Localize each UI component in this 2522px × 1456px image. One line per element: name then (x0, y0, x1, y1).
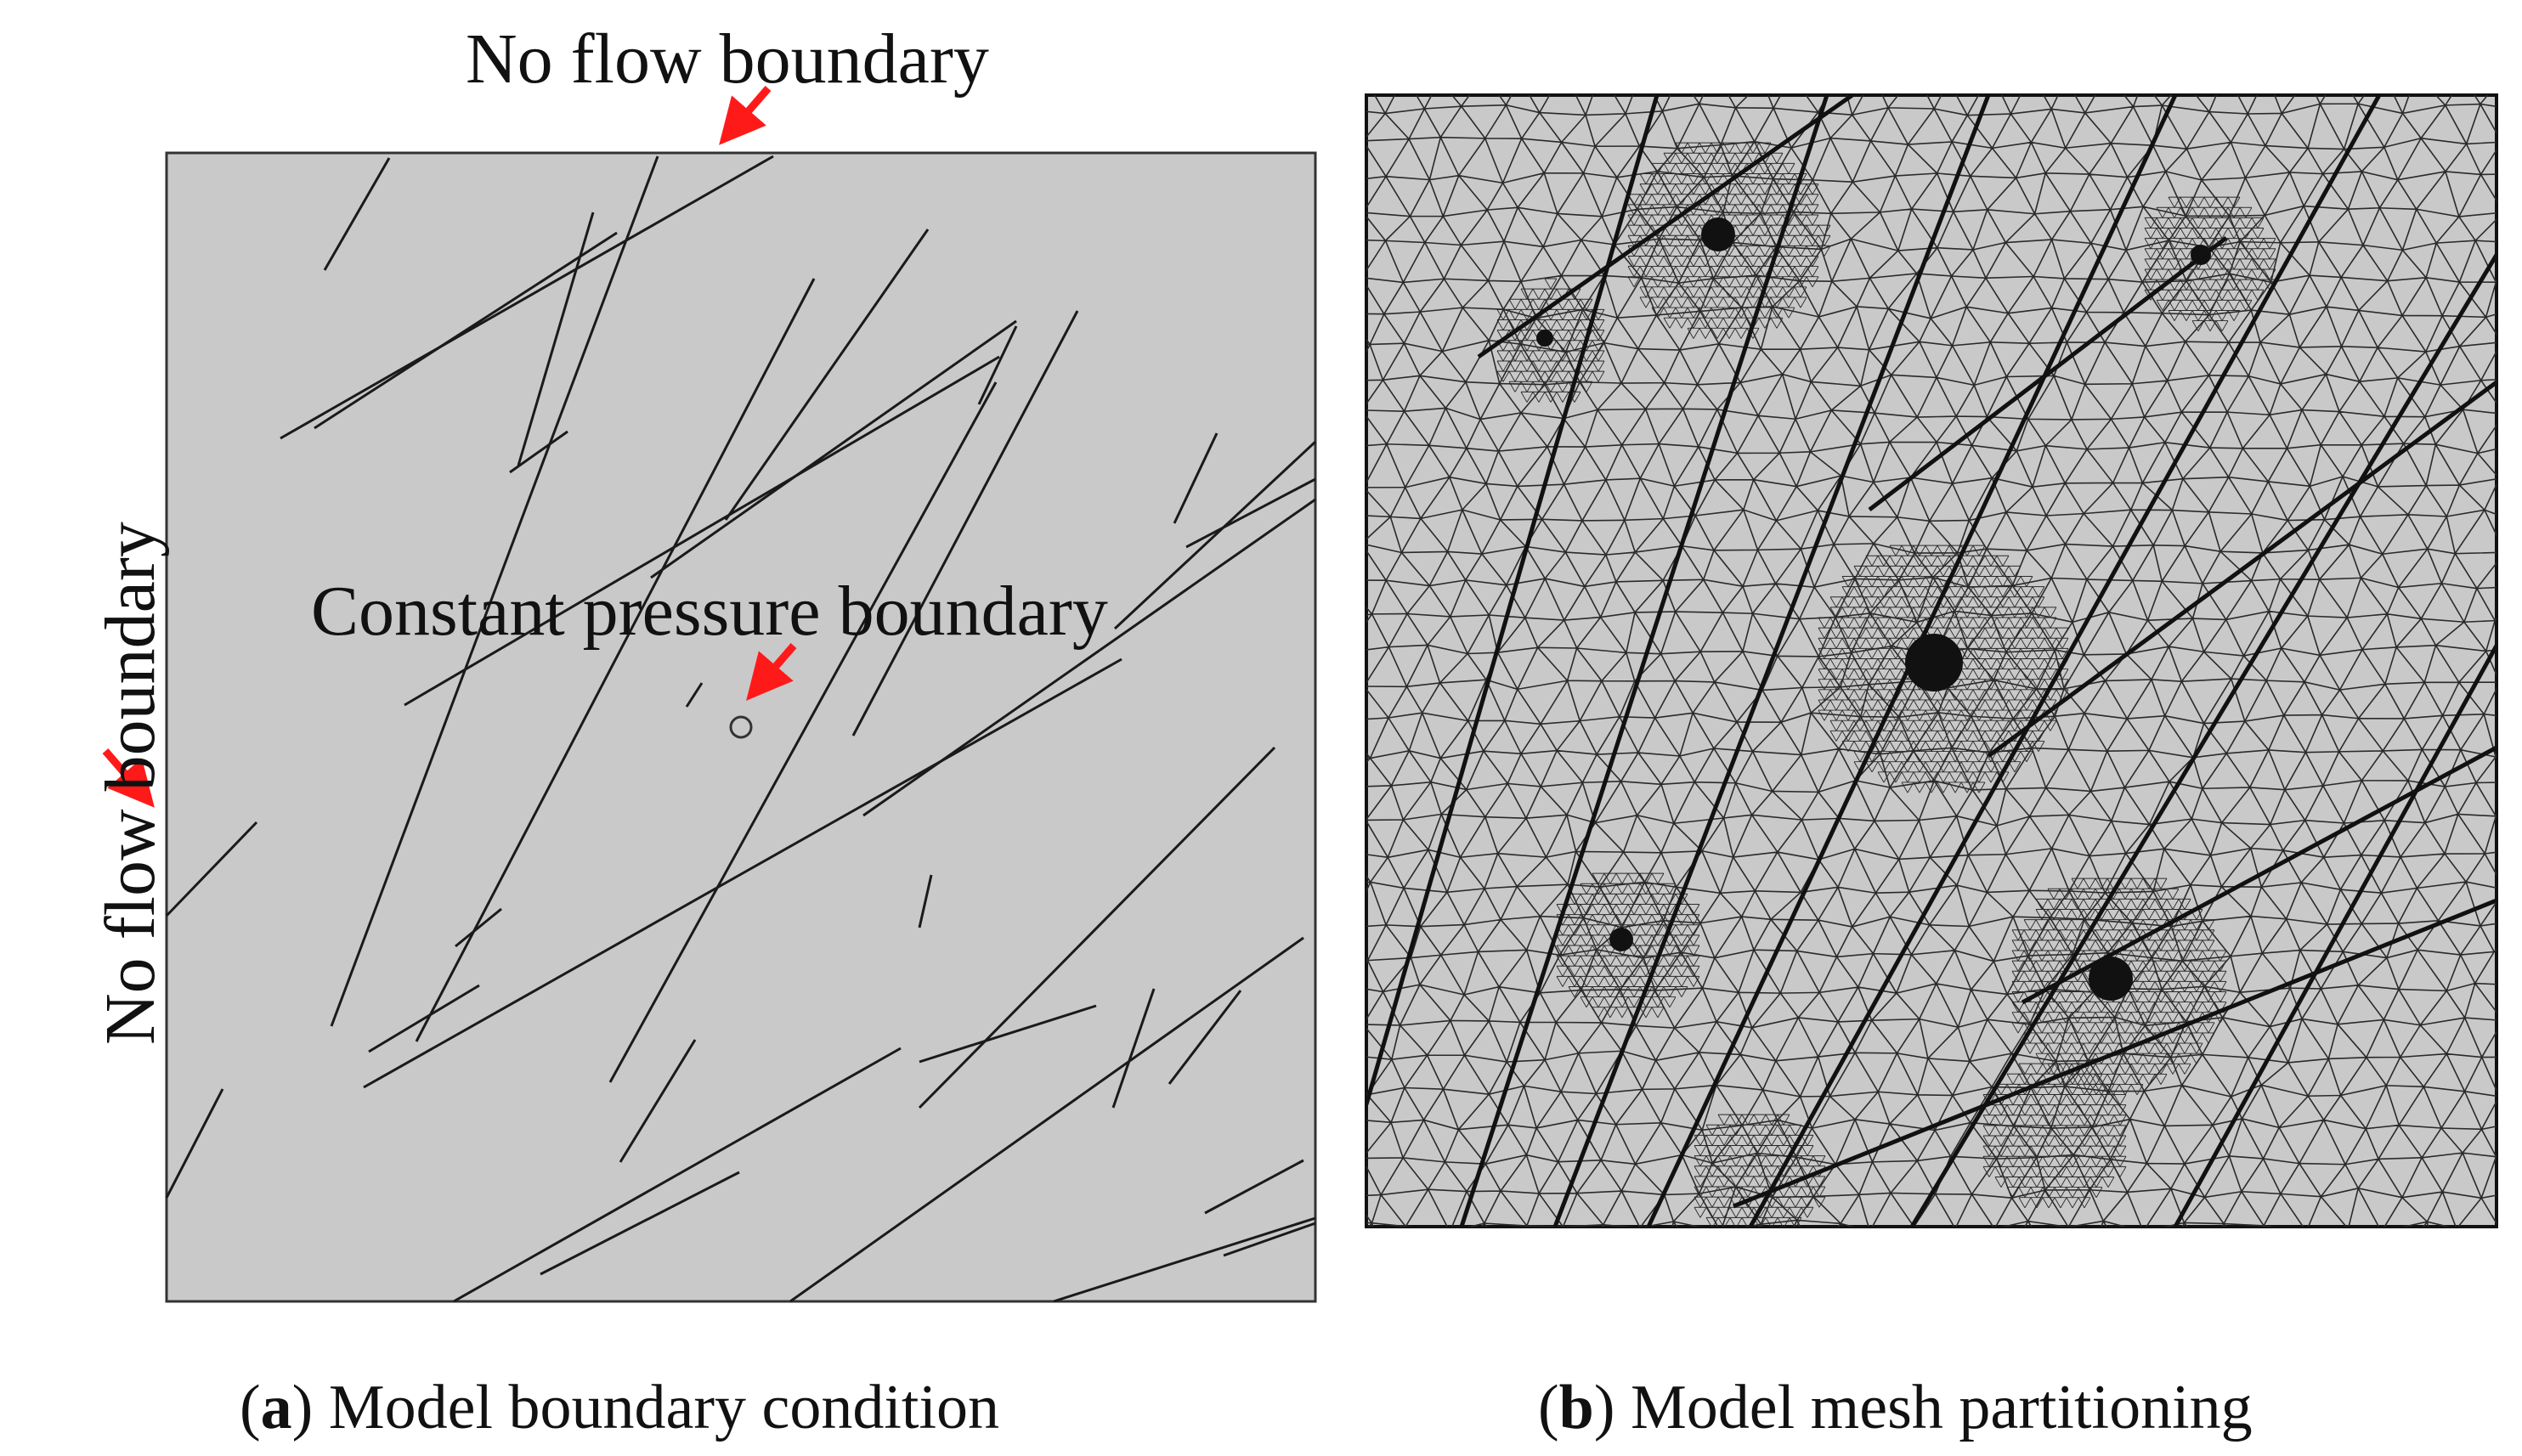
caption-b-letter: b (1558, 1373, 1594, 1442)
mesh-refinement-clusters (1536, 217, 2211, 1001)
mesh-refinement-4 (2144, 196, 2276, 331)
panel-a-domain (165, 151, 1317, 1303)
caption-b: (b) Model mesh partitioning (1538, 1373, 2253, 1442)
panel-a-fractures (165, 155, 1317, 1303)
constant-pressure-label: Constant pressure boundary (311, 572, 1108, 651)
side-boundary-label: No flow boundary (91, 522, 170, 1045)
side-arrow (102, 748, 155, 808)
caption-a: (a) Model boundary condition (240, 1373, 1000, 1442)
center-arrow (746, 643, 797, 701)
panel-b-mesh (1366, 95, 2497, 1227)
panel-b-diagram (1365, 93, 2498, 1228)
panel-a-diagram (102, 86, 1317, 1303)
mesh-refinement-6 (1982, 1063, 2127, 1209)
mesh-refinement-2 (1627, 142, 1831, 339)
caption-a-letter: a (260, 1373, 292, 1442)
top-boundary-label: No flow boundary (466, 20, 989, 99)
caption-a-text: Model boundary condition (328, 1373, 1000, 1442)
caption-b-text: Model mesh partitioning (1630, 1373, 2253, 1442)
panel-a-arrows (102, 86, 797, 808)
wellbore-circle (729, 715, 753, 739)
top-arrow (719, 86, 772, 145)
